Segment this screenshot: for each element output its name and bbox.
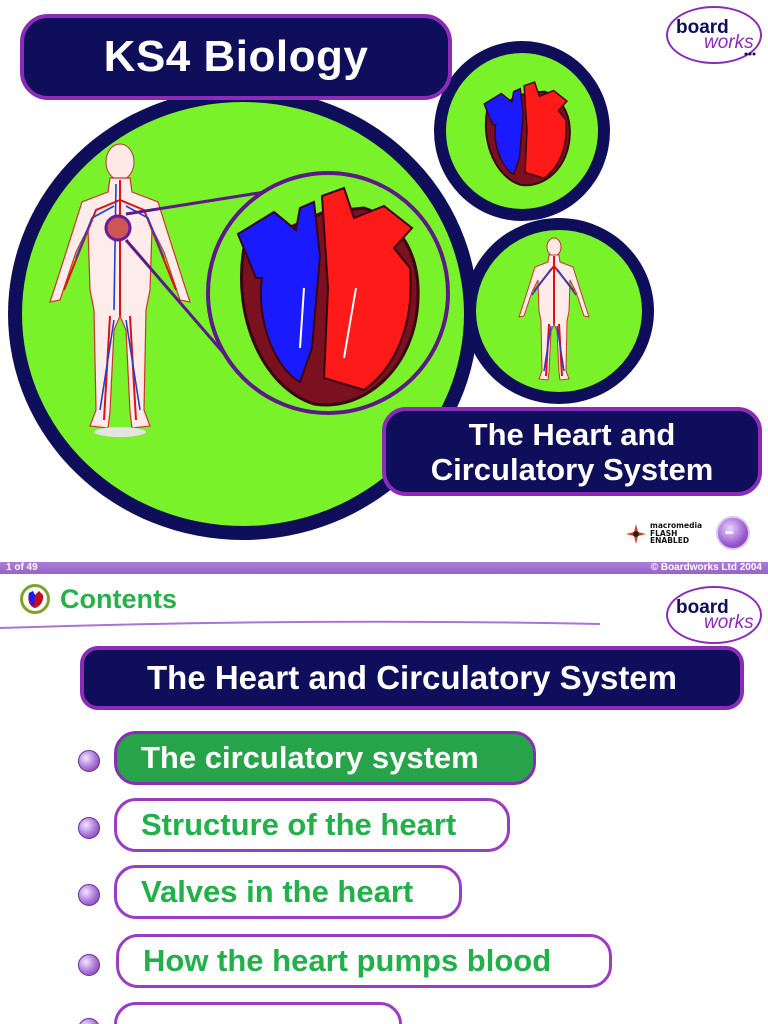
boardworks-logo: board works: [666, 6, 762, 64]
boardworks-logo-small: board works: [666, 586, 762, 644]
section-title-banner: The Heart and Circulatory System: [80, 646, 744, 710]
contents-heading: Contents: [60, 584, 177, 614]
bullet-icon: [78, 1018, 100, 1024]
logo-word-works: works: [704, 32, 754, 53]
flash-enabled-badge: macromedia FLASH ENABLED: [626, 522, 706, 546]
menu-item-circulatory-system[interactable]: The circulatory system: [114, 731, 536, 785]
bullet-icon: [78, 884, 100, 906]
contents-slide: Contents board works The Heart and Circu…: [0, 574, 768, 1024]
menu-item-valves[interactable]: Valves in the heart: [114, 865, 462, 919]
menu-item-partial[interactable]: [114, 1002, 402, 1024]
flash-line1: macromedia: [650, 521, 703, 530]
topic-title-line2: Circulatory System: [430, 451, 714, 487]
bullet-icon: [78, 954, 100, 976]
heart-thumbnail-icon: [483, 81, 571, 187]
menu-item-label: How the heart pumps blood: [143, 943, 552, 978]
section-title: The Heart and Circulatory System: [147, 659, 677, 696]
flash-line3: ENABLED: [650, 536, 690, 545]
menu-item-heart-pumps-blood[interactable]: How the heart pumps blood: [116, 934, 612, 988]
logo-word-board: board: [676, 17, 729, 38]
menu-item-structure-of-heart[interactable]: Structure of the heart: [114, 798, 510, 852]
next-slide-button[interactable]: •••: [716, 516, 750, 550]
bullet-icon: [78, 750, 100, 772]
heart-zoom-illustration: [206, 171, 450, 415]
topic-title-banner: The Heart and Circulatory System: [382, 407, 762, 496]
page-counter: 1 of 49: [6, 562, 38, 573]
menu-item-label: The circulatory system: [141, 740, 479, 775]
logo-word-board: board: [676, 597, 729, 618]
course-title-banner: KS4 Biology: [20, 14, 452, 100]
topic-title-line1: The Heart and: [468, 416, 676, 452]
copyright-text: © Boardworks Ltd 2004: [650, 562, 762, 573]
bullet-icon: [78, 817, 100, 839]
course-title: KS4 Biology: [103, 32, 369, 81]
contents-underline: [0, 620, 600, 629]
title-slide: KS4 Biology The Heart and Circulatory Sy…: [8, 6, 762, 550]
flash-line2: FLASH: [650, 528, 678, 538]
next-slide-dots: •••: [725, 528, 733, 539]
body-thumbnail-icon: [518, 237, 590, 381]
heart-icon: [20, 584, 50, 614]
menu-item-label: Structure of the heart: [141, 807, 457, 842]
menu-item-label: Valves in the heart: [141, 874, 414, 909]
human-body-illustration: [49, 143, 191, 437]
slide-footer-strip: 1 of 49 © Boardworks Ltd 2004: [0, 562, 768, 574]
logo-dots-icon: [744, 52, 756, 56]
logo-word-works: works: [704, 612, 754, 633]
flash-star-icon: [626, 524, 646, 544]
